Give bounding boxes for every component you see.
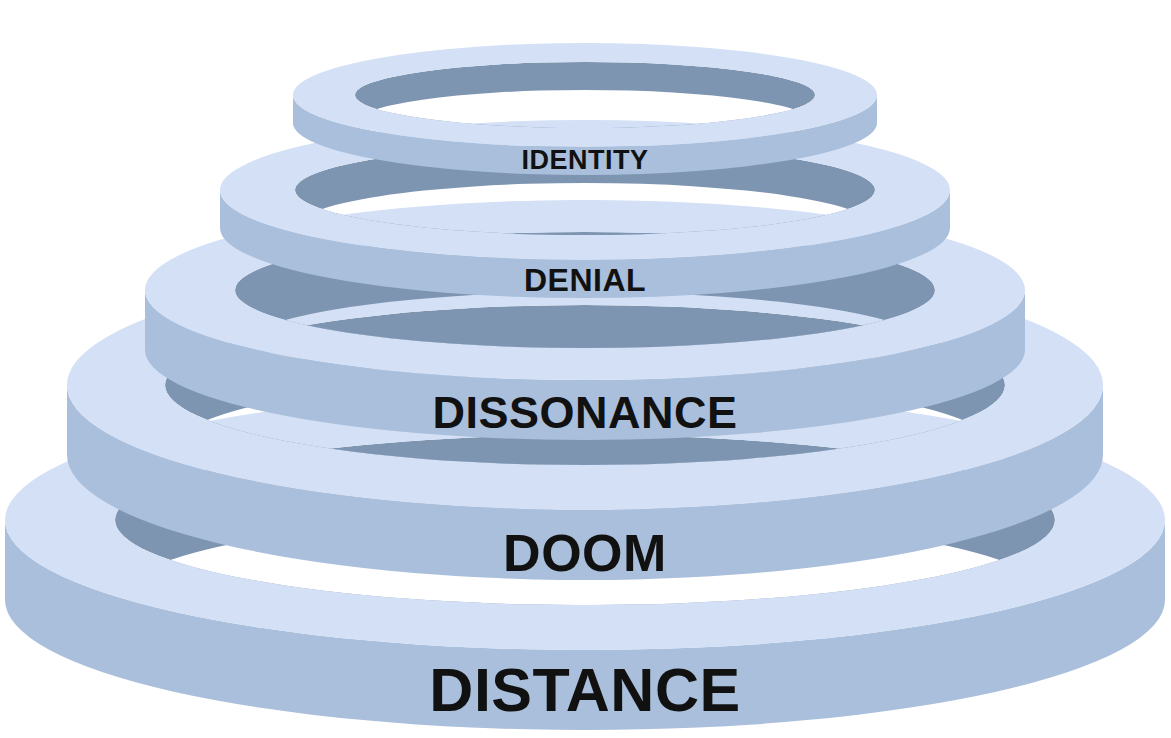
tier-label: DENIAL — [220, 264, 950, 296]
ring-face — [67, 260, 1103, 510]
tier-label: IDENTITY — [293, 147, 877, 174]
ring-face — [5, 390, 1165, 650]
tier-label: DOOM — [67, 527, 1103, 579]
tier-label: DISTANCE — [5, 660, 1165, 721]
ring-inner-wall — [115, 435, 1055, 685]
ring-tier: IDENTITY — [293, 43, 877, 175]
ring-inner-wall — [355, 62, 815, 156]
tier-label: DISSONANCE — [145, 390, 1025, 435]
